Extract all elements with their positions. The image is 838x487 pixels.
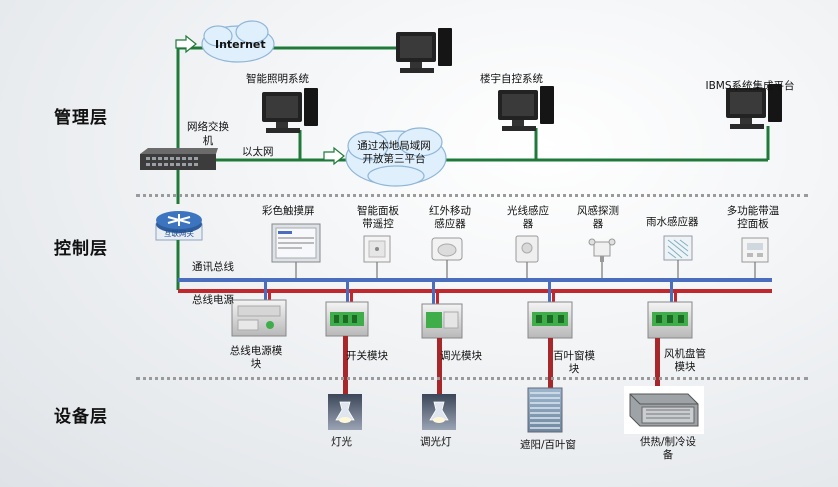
ethernet-network [176, 46, 770, 204]
smart-panel-icon [363, 235, 391, 263]
arrow-right-icon [175, 34, 197, 54]
arrow-icons [175, 34, 345, 166]
internet-cloud [201, 20, 275, 63]
touch-screen-label: 彩色触摸屏 [262, 205, 315, 217]
fancoil-module-label: 风机盘管模块 [664, 348, 706, 373]
multi-panel-label: 多功能带温控面板 [726, 205, 780, 230]
dimmer-module-label: 调光模块 [440, 350, 482, 362]
switch-module-icon [325, 301, 369, 337]
power-module-label: 总线电源模块 [229, 345, 283, 370]
building-control-label: 楼宇自控系统 [480, 73, 543, 85]
touch-screen-icon [271, 223, 321, 263]
gateway-router-icon: 互联网关 [155, 211, 203, 241]
wind-sensor-icon [588, 238, 616, 262]
light-sensor-icon [515, 235, 539, 263]
third-party-cloud [345, 127, 447, 187]
internet-label: Internet [215, 38, 266, 51]
control-layer-label: 控制层 [54, 239, 108, 259]
comm-bus-label: 通讯总线 [192, 261, 234, 273]
smart-panel-label: 智能面板带遥控 [357, 205, 399, 230]
bus-drops [264, 280, 677, 304]
layer-divider [136, 194, 808, 197]
light-label: 灯光 [331, 436, 352, 448]
ibms-label: IBMS系统集成平台 [705, 80, 795, 92]
management-layer-label: 管理层 [54, 108, 108, 128]
dimmer-module-icon [421, 303, 463, 339]
light-sensor-label: 光线感应器 [507, 205, 549, 230]
device-layer-label: 设备层 [54, 407, 108, 427]
blind-module-label: 百叶窗模块 [553, 350, 595, 375]
network-switch-label: 网络交换机 [187, 121, 229, 147]
blinds-icon [527, 387, 563, 433]
power-bus-line [178, 289, 772, 293]
fancoil-module-icon [647, 301, 693, 339]
switch-module-label: 开关模块 [346, 350, 388, 362]
multi-function-panel-icon [741, 237, 769, 263]
dimmable-light-icon [422, 394, 456, 430]
pir-sensor-icon [431, 237, 463, 261]
layer-divider [136, 377, 808, 380]
ethernet-label: 以太网 [242, 146, 274, 158]
computer-icon [262, 88, 318, 133]
light-bulb-icon [328, 394, 362, 430]
blinds-label: 遮阳/百叶窗 [519, 439, 577, 451]
power-module-icon [231, 299, 287, 337]
device-wires [343, 336, 660, 394]
wind-sensor-label: 风感探测器 [577, 205, 619, 230]
hvac-unit-icon [624, 386, 704, 434]
pir-sensor-label: 红外移动感应器 [429, 205, 471, 230]
comm-bus-line [178, 278, 772, 282]
power-bus-label: 总线电源 [192, 294, 234, 306]
network-switch-icon [140, 148, 218, 170]
dimmable-light-label: 调光灯 [420, 436, 452, 448]
rain-sensor-icon [663, 235, 693, 261]
rain-sensor-label: 雨水感应器 [646, 216, 699, 228]
hvac-label: 供热/制冷设备 [639, 436, 697, 461]
computer-icon [498, 86, 554, 131]
third-party-label: 通过本地局域网开放第三平台 [357, 140, 431, 165]
computer-icon [726, 84, 782, 129]
computer-icon [396, 28, 452, 73]
lighting-system-label: 智能照明系统 [246, 73, 309, 85]
arrow-right-icon [323, 146, 345, 166]
gateway-badge-text: 互联网关 [164, 228, 194, 238]
blind-module-icon [527, 301, 573, 339]
